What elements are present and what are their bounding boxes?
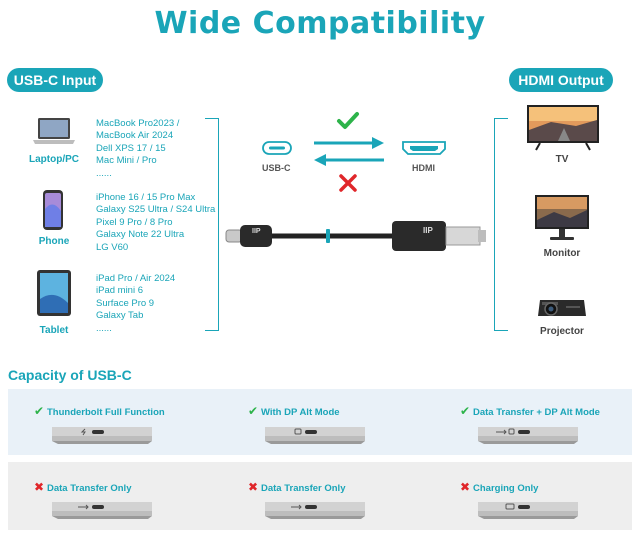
tv-icon xyxy=(527,105,599,151)
laptop-label: Laptop/PC xyxy=(29,154,79,165)
capacity-item-data-only-1: ✖Data Transfer Only xyxy=(34,480,132,494)
output-bracket xyxy=(494,118,508,331)
phone-models: iPhone 16 / 15 Pro Max Galaxy S25 Ultra … xyxy=(96,192,216,253)
phone-label: Phone xyxy=(38,236,70,247)
hdmi-output-badge: HDMI Output xyxy=(509,68,613,92)
laptop-port-thunderbolt-icon xyxy=(52,427,152,444)
laptop-port-charging-icon xyxy=(478,502,578,519)
capacity-item-charging: ✖Charging Only xyxy=(460,480,539,494)
capacity-item-data-only-2: ✖Data Transfer Only xyxy=(248,480,346,494)
capacity-item-dp-alt: ✔With DP Alt Mode xyxy=(248,404,340,418)
check-icon: ✔ xyxy=(34,404,45,418)
laptop-icon xyxy=(33,118,75,144)
projector-icon xyxy=(538,300,586,316)
usb-c-port-icon xyxy=(262,141,292,155)
monitor-label: Monitor xyxy=(543,248,581,259)
laptop-port-data-dp-icon xyxy=(478,427,578,444)
usb-c-input-badge: USB-C Input xyxy=(7,68,103,92)
laptop-port-dp-icon xyxy=(265,427,365,444)
cable-logo-left: IIP xyxy=(252,228,261,235)
cross-icon: ✖ xyxy=(248,480,259,494)
tablet-label: Tablet xyxy=(39,325,69,336)
page-title: Wide Compatibility xyxy=(154,6,486,41)
supported-row xyxy=(8,389,632,455)
capacity-item-thunderbolt: ✔Thunderbolt Full Function xyxy=(34,404,165,418)
hdmi-port-label: HDMI xyxy=(412,163,435,173)
monitor-icon xyxy=(535,195,589,240)
tv-label: TV xyxy=(555,154,569,165)
laptop-models: MacBook Pro2023 / MacBook Air 2024 Dell … xyxy=(96,118,180,179)
phone-icon xyxy=(43,190,63,230)
check-icon xyxy=(337,112,359,129)
input-bracket xyxy=(205,118,219,331)
laptop-port-data-only-2-icon xyxy=(265,502,365,519)
hdmi-port-icon xyxy=(402,141,446,155)
check-icon: ✔ xyxy=(248,404,259,418)
cable-icon xyxy=(225,221,486,251)
capacity-title: Capacity of USB-C xyxy=(8,367,132,383)
check-icon: ✔ xyxy=(460,404,471,418)
laptop-port-data-only-1-icon xyxy=(52,502,152,519)
usb-c-port-label: USB-C xyxy=(262,163,291,173)
cross-icon: ✖ xyxy=(34,480,45,494)
cable-logo-right: IIP xyxy=(423,226,433,235)
projector-label: Projector xyxy=(540,326,584,337)
cross-icon xyxy=(339,174,357,192)
arrow-left-icon xyxy=(314,154,384,166)
capacity-item-data-dp: ✔Data Transfer + DP Alt Mode xyxy=(460,404,600,418)
cross-icon: ✖ xyxy=(460,480,471,494)
arrow-right-icon xyxy=(314,137,384,149)
tablet-models: iPad Pro / Air 2024 iPad mini 6 Surface … xyxy=(96,273,176,334)
tablet-icon xyxy=(37,270,71,316)
